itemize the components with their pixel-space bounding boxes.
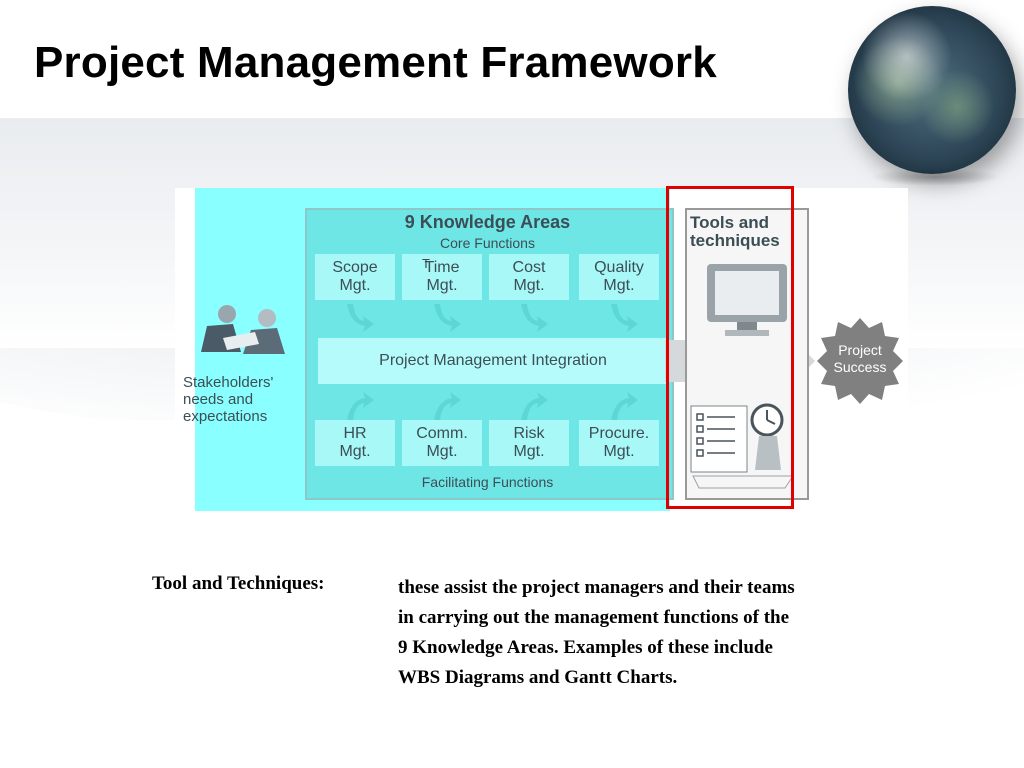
facilitating-functions-label: Facilitating Functions xyxy=(421,474,554,490)
description-line: 9 Knowledge Areas. Examples of these inc… xyxy=(398,637,773,658)
project-success-badge xyxy=(817,318,903,404)
core-cell-scope: Scope Mgt. xyxy=(315,254,395,300)
globe-shadow xyxy=(870,168,1000,186)
knowledge-areas-title: 9 Knowledge Areas xyxy=(404,212,571,232)
core-cell-quality: Quality Mgt. xyxy=(579,254,659,300)
description-line: WBS Diagrams and Gantt Charts. xyxy=(398,667,678,688)
arrow-up-icon xyxy=(521,392,548,420)
facilitating-cell-hr: HR Mgt. xyxy=(315,420,395,466)
arrow-down-icon xyxy=(521,304,548,332)
stakeholders-icon xyxy=(201,305,285,354)
arrow-up-icon xyxy=(347,392,374,420)
core-functions-label: Core Functions xyxy=(440,235,535,251)
stakeholders-label: Stakeholders' needs and expectations xyxy=(183,374,274,425)
framework-diagram: 9 Knowledge Areas Core Functions Scope M… xyxy=(175,186,908,513)
facilitating-cell-risk: Risk Mgt. xyxy=(489,420,569,466)
description-line: these assist the project managers and th… xyxy=(398,577,795,598)
time-mark: T xyxy=(422,256,430,271)
slide-title: Project Management Framework xyxy=(34,38,717,87)
project-success-label: Project Success xyxy=(833,342,887,375)
monitor-icon xyxy=(707,264,787,336)
description-line: in carrying out the management functions… xyxy=(398,607,790,628)
checklist-clock-icon xyxy=(690,403,794,489)
tools-title: Tools and techniques xyxy=(690,213,780,250)
description-body: these assist the project managers and th… xyxy=(398,573,958,693)
integration-bar: Project Management Integration xyxy=(318,338,668,384)
facilitating-cell-procure: Procure. Mgt. xyxy=(579,420,659,466)
arrow-up-icon xyxy=(434,392,461,420)
facilitating-cell-comm: Comm. Mgt. xyxy=(402,420,482,466)
arrow-down-icon xyxy=(434,304,461,332)
arrow-down-icon xyxy=(347,304,374,332)
arrow-down-icon xyxy=(611,304,638,332)
arrow-up-icon xyxy=(611,392,638,420)
core-cell-cost: Cost Mgt. xyxy=(489,254,569,300)
core-cell-time: Time Mgt. xyxy=(402,254,482,300)
globe-image xyxy=(848,6,1016,174)
description-term: Tool and Techniques: xyxy=(152,573,325,594)
tools-highlight-frame xyxy=(666,186,794,509)
